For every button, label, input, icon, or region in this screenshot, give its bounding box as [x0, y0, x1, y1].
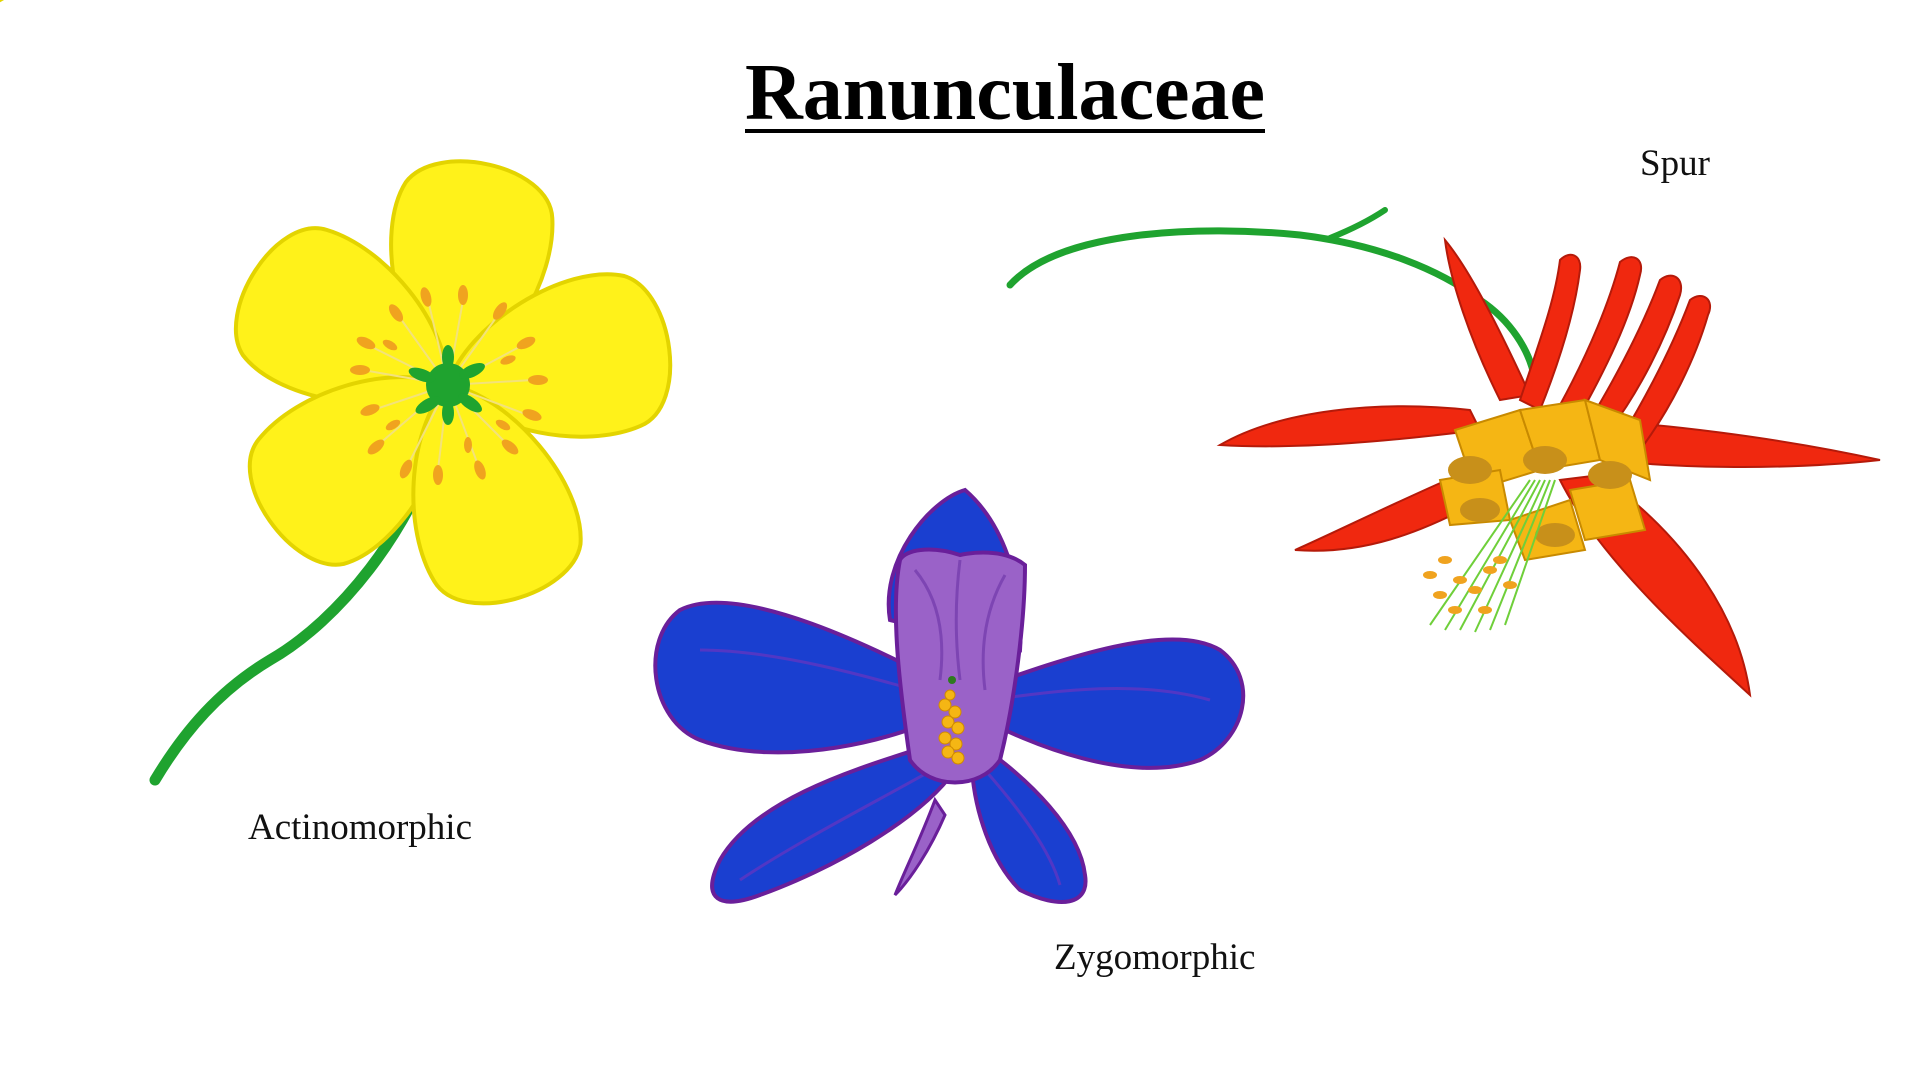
columbine-flower-illustration: [1006, 207, 1881, 698]
buttercup-flower-illustration: [0, 0, 673, 786]
page-title: Ranunculaceae: [745, 49, 1265, 137]
label-spur: Spur: [1640, 143, 1710, 184]
larkspur-flower-illustration: [653, 487, 1246, 904]
label-actinomorphic: Actinomorphic: [248, 807, 473, 848]
label-zygomorphic: Zygomorphic: [1054, 937, 1256, 978]
